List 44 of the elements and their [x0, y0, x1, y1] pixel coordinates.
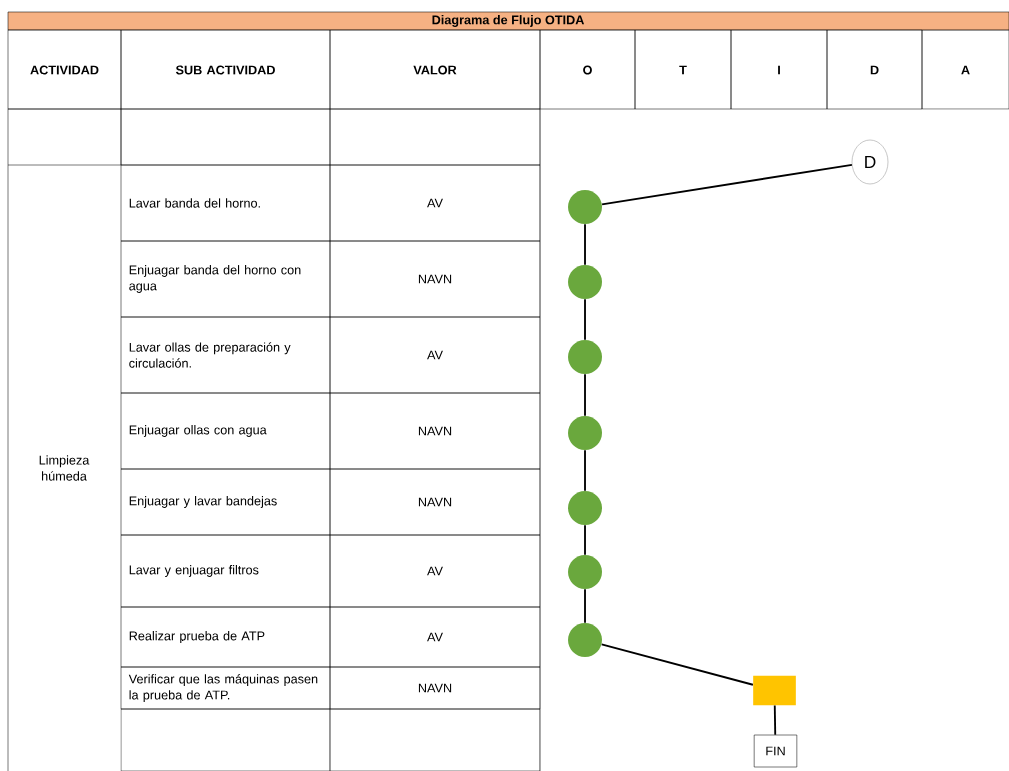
table-cell: Lavar ollas de preparación y circulación.: [120, 316, 331, 394]
table-cell: Realizar prueba de ATP: [120, 606, 331, 668]
end-box: FIN: [753, 734, 798, 768]
operation-circle: [568, 555, 602, 589]
operation-circle: [568, 416, 602, 450]
connector-line: [773, 704, 777, 736]
table-cell: AV: [329, 606, 541, 668]
table-cell: NAVN: [329, 468, 541, 536]
table-cell: NAVN: [329, 392, 541, 470]
table-cell: Lavar banda del horno.: [120, 164, 331, 242]
header-cell: D: [826, 29, 923, 110]
title-band: Diagrama de Flujo OTIDA: [7, 11, 1009, 31]
operation-circle: [568, 491, 602, 525]
connector-line: [601, 163, 853, 206]
header-cell: I: [730, 29, 828, 110]
connector-line: [584, 298, 586, 341]
operation-circle: [568, 265, 602, 299]
storage-box: [753, 675, 796, 706]
table-cell: NAVN: [329, 240, 541, 318]
connector-line: [584, 223, 586, 266]
table-cell: Verificar que las máquinas pasen la prueba de ATP.: [120, 666, 331, 710]
header-cell: VALOR: [329, 29, 541, 110]
header-cell: A: [921, 29, 1009, 110]
table-cell: Enjuagar ollas con agua: [120, 392, 331, 470]
connector-line: [584, 449, 586, 492]
activity-cell: Limpieza húmeda: [7, 164, 90, 771]
table-cell: NAVN: [329, 666, 541, 710]
connector-line: [600, 643, 754, 686]
table-cell: Enjuagar banda del horno con agua: [120, 240, 331, 318]
header-cell: SUB ACTIVIDAD: [120, 29, 331, 110]
table-cell: AV: [329, 534, 541, 608]
table-cell: Enjuagar y lavar bandejas: [120, 468, 331, 536]
header-cell: T: [634, 29, 732, 110]
header-cell: O: [539, 29, 636, 110]
header-cell: ACTIVIDAD: [7, 29, 122, 110]
operation-circle: [568, 190, 602, 224]
table-cell: AV: [329, 164, 541, 242]
operation-circle: [568, 340, 602, 374]
connector-line: [584, 373, 586, 417]
connector-line: [584, 588, 586, 624]
table-cell: AV: [329, 316, 541, 394]
table-cell: Lavar y enjuagar filtros: [120, 534, 331, 608]
connector-line: [584, 524, 586, 556]
operation-circle: [568, 623, 602, 657]
